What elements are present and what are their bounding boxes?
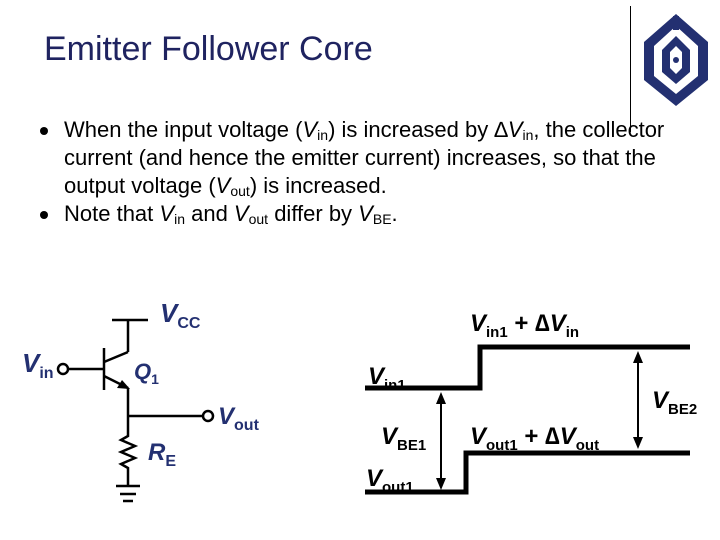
- bullet-dot-icon: [40, 127, 48, 135]
- vout-label: Vout: [218, 403, 260, 434]
- vin1-plus-label: Vin1 + ∆Vin: [470, 310, 579, 341]
- emitter-follower-circuit: [56, 318, 215, 503]
- slide-title: Emitter Follower Core: [44, 30, 373, 68]
- vin-terminal: [56, 362, 70, 376]
- emitter-resistor: [117, 430, 139, 486]
- vout-terminal: [201, 409, 215, 423]
- bullet-dot-icon: [40, 211, 48, 219]
- bullet-text: When the input voltage (Vin) is increase…: [64, 117, 665, 199]
- vin-step: [365, 344, 690, 391]
- schematic-area: VCC Vin Q1 Vout RE Vin1 + ∆Vin Vin1 VBE1…: [22, 298, 697, 503]
- step-waveform: [365, 344, 690, 495]
- vcc-label: VCC: [160, 298, 201, 332]
- vbe1-arrow-up-icon: [436, 392, 446, 404]
- vout1-label: Vout1: [366, 465, 414, 496]
- vbe2-label: VBE2: [652, 387, 697, 418]
- q1-label: Q1: [134, 359, 159, 387]
- vin-label: Vin: [22, 348, 54, 382]
- vbe1-label: VBE1: [381, 423, 426, 454]
- vbe2-arrow-down-icon: [633, 437, 643, 449]
- emitter-arrow-icon: [117, 380, 130, 389]
- bullet-item: When the input voltage (Vin) is increase…: [40, 116, 710, 200]
- vbe1-arrow-down-icon: [436, 478, 446, 490]
- vbe2-arrow-up-icon: [633, 351, 643, 363]
- vout-step: [365, 450, 690, 495]
- university-logo-icon: [644, 14, 708, 106]
- bullet-item: Note that Vin and Vout differ by VBE.: [40, 200, 710, 228]
- bullet-text: Note that Vin and Vout differ by VBE.: [64, 201, 398, 227]
- re-label: RE: [148, 439, 176, 470]
- header-divider: [630, 6, 631, 132]
- vout1-plus-label: Vout1 + ∆Vout: [470, 423, 599, 454]
- bullet-list: When the input voltage (Vin) is increase…: [40, 116, 710, 228]
- vin1-label: Vin1: [368, 363, 406, 394]
- collector-lead: [103, 350, 129, 364]
